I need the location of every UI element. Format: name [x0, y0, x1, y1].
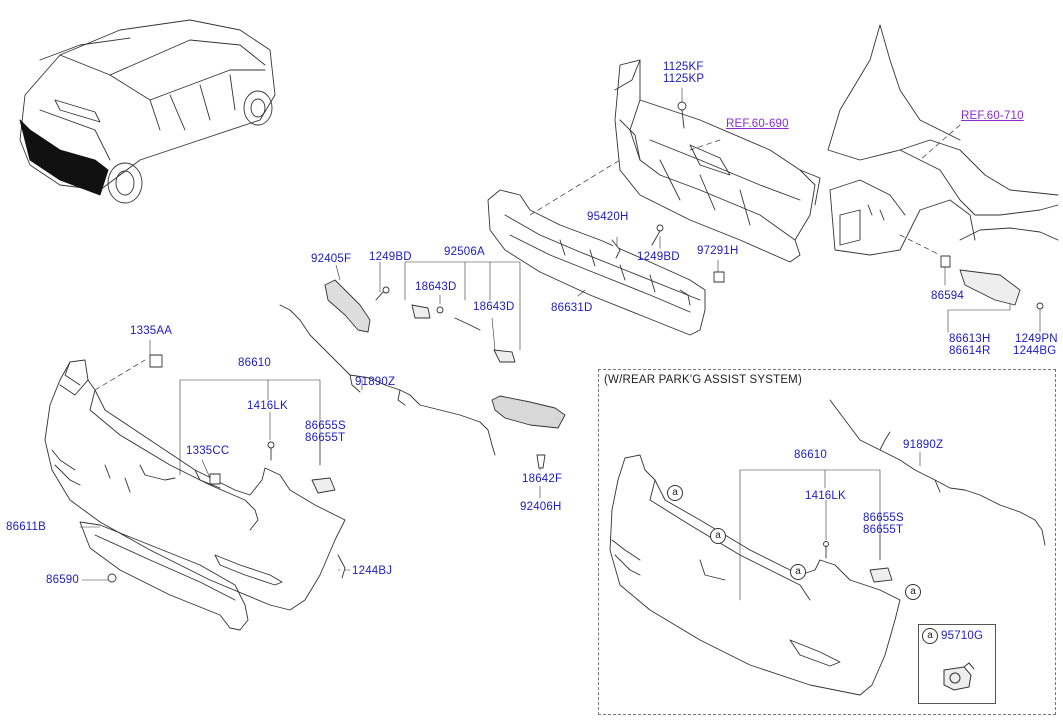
- inset-part-label-86655s[interactable]: 86655S: [863, 512, 904, 524]
- legend-box-95710g: a 95710G: [918, 624, 996, 704]
- part-label-86590[interactable]: 86590: [46, 574, 79, 586]
- part-label-1335aa[interactable]: 1335AA: [130, 325, 173, 337]
- sensor-icon: [943, 662, 975, 691]
- inset-park-assist-box: [598, 369, 1056, 715]
- callout-marker-a: a: [710, 528, 726, 544]
- rear-panel-assembly: [614, 59, 821, 263]
- part-label-18642f[interactable]: 18642F: [522, 473, 563, 485]
- part-label-92406h[interactable]: 92406H: [520, 501, 562, 513]
- part-label-1244bj[interactable]: 1244BJ: [352, 565, 393, 577]
- vehicle-thumbnail: [19, 19, 276, 204]
- legend-marker-a: a: [922, 628, 938, 644]
- part-label-86655s[interactable]: 86655S: [305, 420, 346, 432]
- inset-part-label-91890z[interactable]: 91890Z: [903, 439, 944, 451]
- part-label-1335cc[interactable]: 1335CC: [186, 445, 230, 457]
- part-label-1244bg[interactable]: 1244BG: [1013, 345, 1057, 357]
- part-label-1249bd-lower[interactable]: 1249BD: [369, 251, 412, 263]
- rear-bumper-cover: [44, 359, 346, 611]
- callout-marker-a: a: [790, 564, 806, 580]
- part-label-92506a[interactable]: 92506A: [444, 246, 485, 258]
- callout-marker-a: a: [905, 584, 921, 600]
- part-label-86610[interactable]: 86610: [238, 357, 271, 369]
- part-label-86594[interactable]: 86594: [931, 290, 964, 302]
- inset-part-label-1416lk[interactable]: 1416LK: [805, 490, 846, 502]
- callout-marker-a: a: [667, 485, 683, 501]
- inset-part-label-86655t[interactable]: 86655T: [863, 524, 904, 536]
- part-label-86614r[interactable]: 86614R: [949, 345, 991, 357]
- part-label-92405f[interactable]: 92405F: [311, 253, 352, 265]
- inset-title: (W/REAR PARK'G ASSIST SYSTEM): [604, 374, 802, 386]
- ref-label-60-690[interactable]: REF.60-690: [726, 118, 789, 130]
- ref-label-60-710[interactable]: REF.60-710: [961, 110, 1024, 122]
- reflector-92406h: [491, 395, 566, 429]
- quarter-panel: [827, 24, 1059, 256]
- part-label-86655t[interactable]: 86655T: [305, 432, 346, 444]
- part-label-1249pn[interactable]: 1249PN: [1015, 333, 1058, 345]
- inset-part-label-86610[interactable]: 86610: [794, 449, 827, 461]
- part-label-91890z[interactable]: 91890Z: [355, 376, 396, 388]
- part-label-86613h[interactable]: 86613H: [949, 333, 991, 345]
- part-label-18643d-right[interactable]: 18643D: [473, 301, 515, 313]
- part-label-18643d-left[interactable]: 18643D: [415, 281, 457, 293]
- part-label-1125kp[interactable]: 1125KP: [663, 73, 705, 85]
- part-label-95420h[interactable]: 95420H: [587, 211, 629, 223]
- part-label-86631d[interactable]: 86631D: [551, 302, 593, 314]
- part-label-1125kf[interactable]: 1125KF: [663, 61, 704, 73]
- inset-wiring-harness: [829, 399, 1046, 546]
- part-label-1249bd-upper[interactable]: 1249BD: [637, 251, 680, 263]
- bumper-beam: [487, 189, 706, 336]
- part-label-86611b[interactable]: 86611B: [6, 521, 46, 533]
- part-label-97291h[interactable]: 97291H: [697, 245, 739, 257]
- part-label-1416lk[interactable]: 1416LK: [247, 400, 288, 412]
- wiring-harness-91890z: [279, 304, 496, 456]
- part-label-95710g[interactable]: 95710G: [941, 630, 984, 642]
- bracket-92405f: [324, 279, 371, 333]
- bumper-lower-lip: [79, 521, 249, 631]
